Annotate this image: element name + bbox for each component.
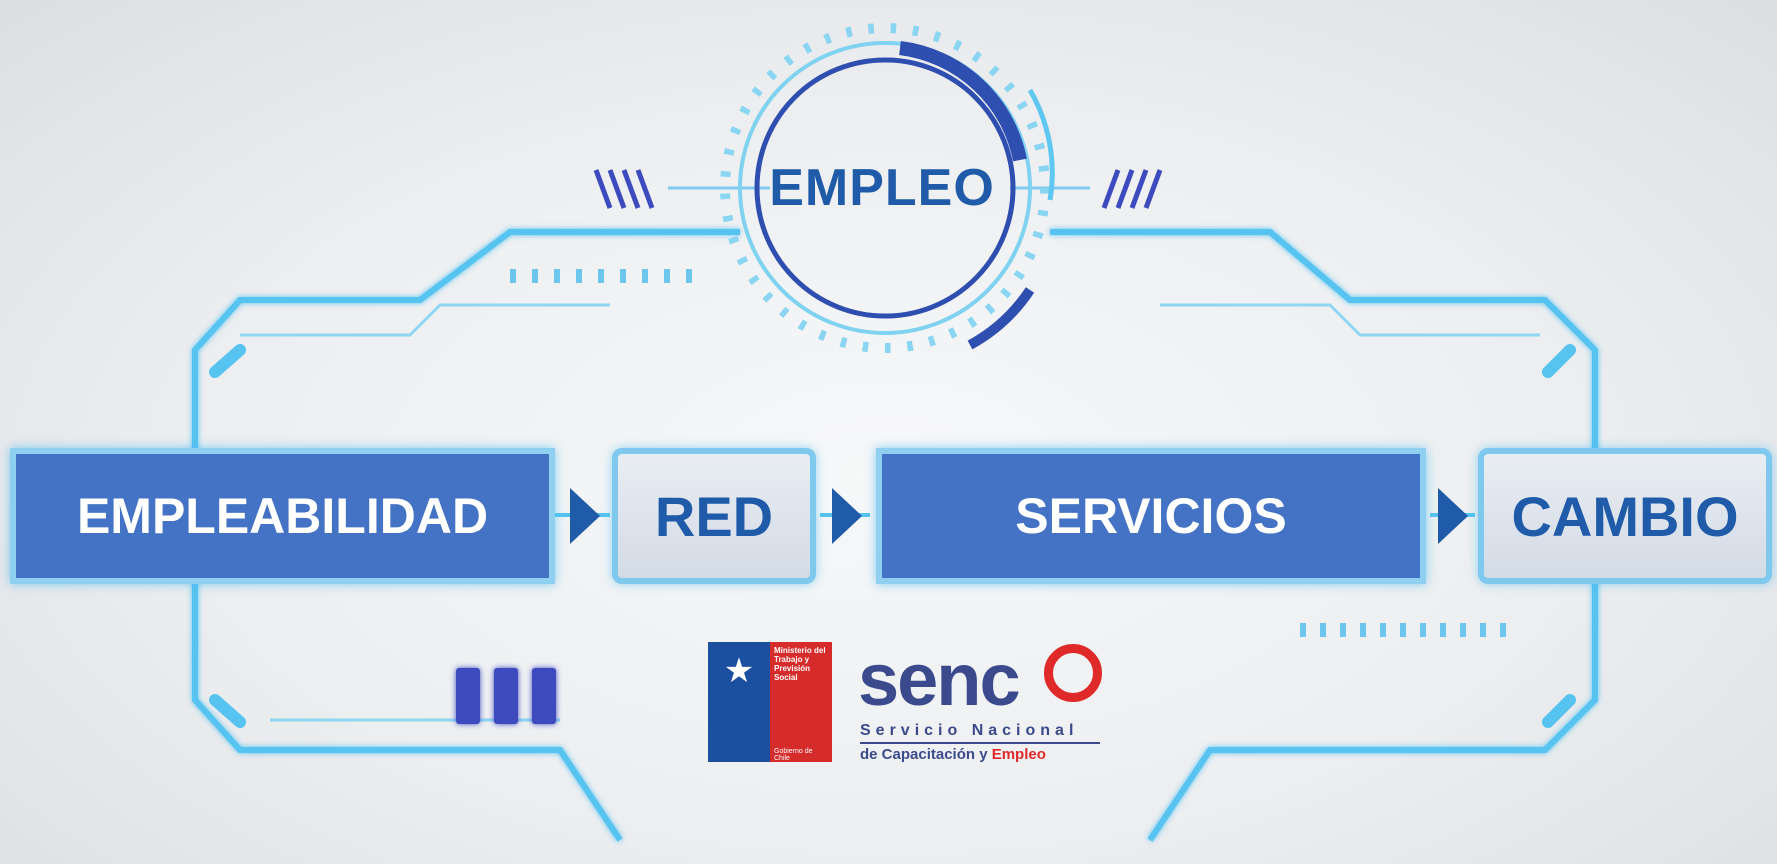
logos-area: ★ Ministerio del Trabajo y Previsión Soc… — [708, 638, 1128, 766]
ministry-line: Trabajo y — [774, 655, 810, 664]
step-red: RED — [612, 448, 816, 584]
ministry-line: Ministerio del — [774, 646, 826, 655]
ministry-logo-blue-lower — [708, 714, 770, 762]
gauge-circle — [720, 23, 1055, 353]
hatch-left — [593, 169, 655, 209]
ministry-line: Previsión — [774, 664, 811, 673]
step-red-label: RED — [654, 484, 774, 548]
sence-e-icon — [1044, 644, 1102, 702]
three-blocks — [456, 668, 556, 724]
chile-star-icon: ★ — [723, 652, 755, 690]
step-empleabilidad-label: EMPLEABILIDAD — [76, 488, 489, 544]
sence-subtitle-2-text: de Capacitación y — [860, 746, 992, 763]
step-servicios-label: SERVICIOS — [1015, 488, 1287, 544]
frame-outline — [192, 229, 1598, 842]
sence-subtitle: Servicio Nacional — [860, 722, 1079, 739]
ministry-line: Social — [774, 673, 798, 682]
step-servicios: SERVICIOS — [876, 448, 1426, 584]
empleo-title: EMPLEO — [769, 159, 995, 217]
arrow-right-icon — [570, 488, 600, 544]
ministry-logo-red — [770, 642, 832, 762]
ministry-footer: Gobierno de Chile — [774, 748, 813, 762]
ministry-logo-blue — [708, 642, 770, 714]
step-empleabilidad: EMPLEABILIDAD — [10, 448, 555, 584]
step-cambio: CAMBIO — [1478, 448, 1772, 584]
corner-bars — [209, 344, 1576, 728]
step-cambio-label: CAMBIO — [1511, 484, 1739, 548]
sence-subtitle-2: de Capacitación y Empleo — [860, 746, 1046, 763]
sence-wordmark: senc — [858, 638, 1021, 721]
sence-divider — [860, 742, 1100, 744]
arrow-right-icon — [832, 488, 862, 544]
arrow-right-icon — [1438, 488, 1468, 544]
ministry-logo-text: Ministerio del Trabajo y Previsión Socia… — [774, 646, 830, 682]
sence-subtitle-2-highlight: Empleo — [991, 746, 1046, 763]
hatch-right — [1101, 169, 1163, 209]
